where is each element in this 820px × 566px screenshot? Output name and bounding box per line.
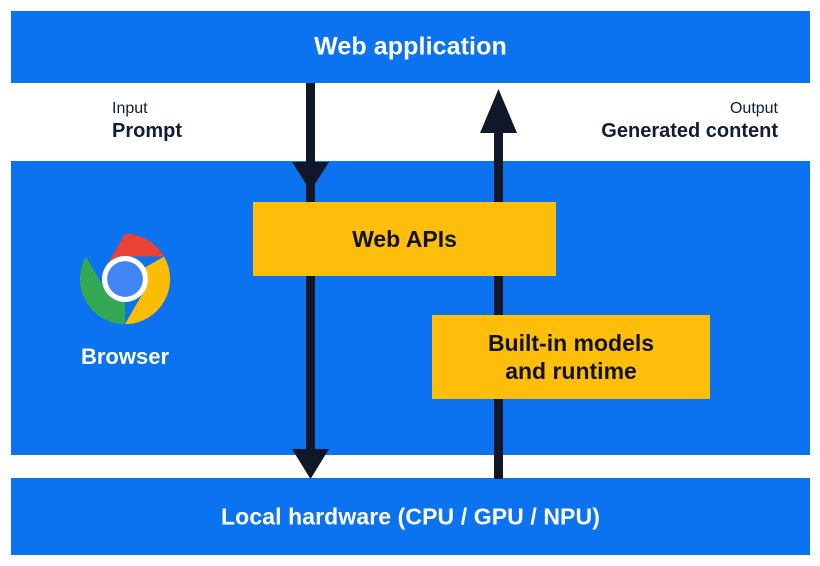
layer-web-application: Web application	[11, 11, 810, 83]
box-built-in-models-line1: Built-in models	[487, 329, 655, 356]
box-built-in-models-label: Built-in models and runtime	[488, 329, 654, 385]
box-built-in-models: Built-in models and runtime	[432, 315, 710, 399]
browser-label: Browser	[80, 344, 170, 369]
browser-group: Browser	[50, 232, 200, 370]
output-value-label: Generated content	[601, 120, 778, 142]
output-flow-caption: Output Generated content	[601, 99, 778, 144]
local-hardware-label: Local hardware (CPU / GPU / NPU)	[221, 503, 600, 529]
input-kind-label: Input	[112, 100, 148, 117]
box-built-in-models-line2: and runtime	[505, 358, 637, 384]
box-web-apis: Web APIs	[253, 202, 556, 276]
input-flow-caption: Input Prompt	[112, 99, 182, 144]
box-web-apis-label: Web APIs	[352, 225, 457, 252]
layer-local-hardware: Local hardware (CPU / GPU / NPU)	[11, 478, 810, 555]
web-application-label: Web application	[314, 32, 507, 61]
chrome-logo-icon	[79, 233, 171, 325]
input-value-label: Prompt	[112, 120, 182, 142]
output-kind-label: Output	[729, 100, 778, 117]
